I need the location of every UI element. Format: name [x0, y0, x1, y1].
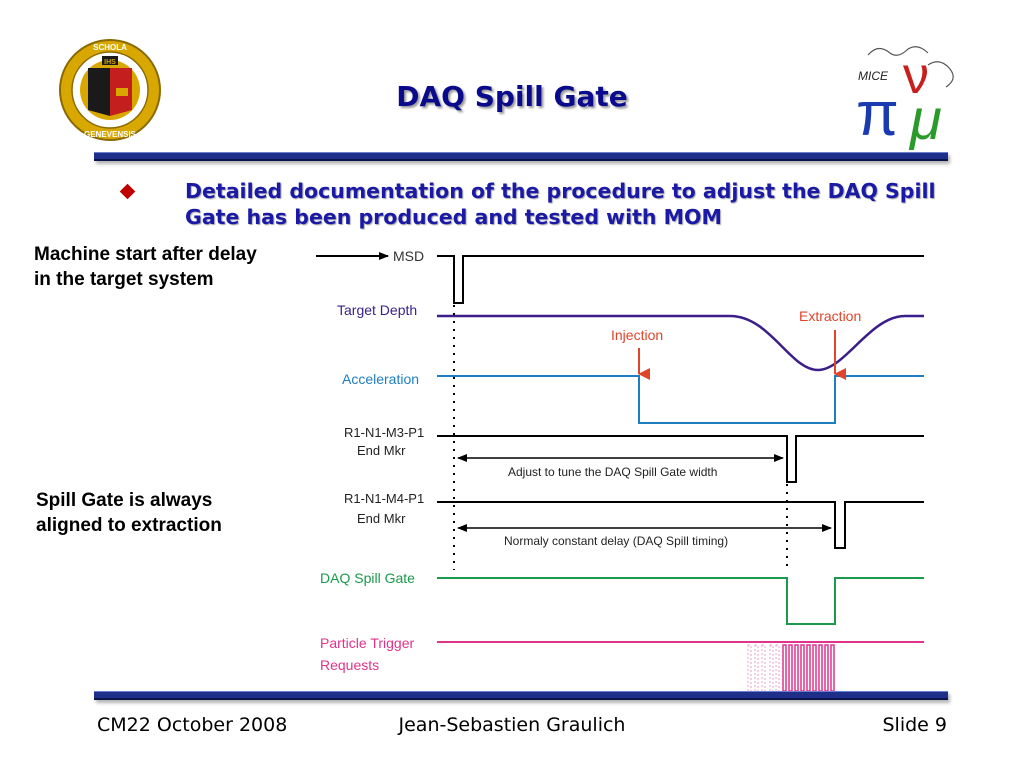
daq-spill-gate-signal — [437, 577, 924, 625]
machine-start-line-1: Machine start after delay — [34, 244, 257, 265]
spill-gate-line-1: Spill Gate is always — [36, 490, 213, 511]
trigger-pulses — [782, 644, 835, 692]
machine-start-line-2: in the target system — [34, 269, 214, 290]
r1-m4-label-line-1: R1-N1-M4-P1 — [344, 491, 424, 506]
svg-text:GENEVENSIS: GENEVENSIS — [84, 130, 137, 139]
injection-label: Injection — [611, 327, 663, 343]
footer-slide-number: Slide 9 — [882, 714, 948, 736]
acceleration-signal — [437, 375, 924, 424]
target-depth-label: Target Depth — [337, 302, 417, 318]
footer-date: CM22 October 2008 — [97, 714, 288, 736]
university-of-geneva-logo: IHS SCHOLA GENEVENSIS — [59, 39, 161, 141]
mice-logo: MICE π ν μ — [850, 37, 970, 150]
r1-m3-signal — [437, 435, 924, 483]
bullet-text: Detailed documentation of the procedure … — [185, 179, 936, 229]
svg-text:IHS: IHS — [104, 59, 116, 66]
r1-m4-signal — [437, 501, 924, 549]
constant-delay-label: Normaly constant delay (DAQ Spill timing… — [504, 534, 728, 548]
trigger-pulses-faint — [747, 644, 780, 692]
machine-start-note: Machine start after delay in the target … — [34, 242, 257, 292]
msd-signal — [437, 255, 924, 304]
r1-m4-label-line-2: End Mkr — [357, 511, 406, 526]
svg-text:ν: ν — [903, 47, 929, 105]
title-divider — [94, 152, 948, 161]
adjust-width-label: Adjust to tune the DAQ Spill Gate width — [508, 465, 717, 479]
acceleration-label: Acceleration — [342, 371, 419, 387]
spill-gate-line-2: aligned to extraction — [36, 515, 222, 536]
trigger-label-line-2: Requests — [320, 657, 379, 673]
r1-m3-label-line-1: R1-N1-M3-P1 — [344, 425, 424, 440]
trigger-label-line-1: Particle Trigger — [320, 635, 414, 651]
footer-author: Jean-Sebastien Graulich — [398, 714, 626, 736]
extraction-label: Extraction — [799, 308, 861, 324]
spill-gate-note: Spill Gate is always aligned to extracti… — [36, 488, 222, 538]
msd-label: MSD — [393, 248, 424, 264]
daq-spill-gate-label: DAQ Spill Gate — [320, 570, 415, 586]
svg-text:π: π — [856, 80, 899, 149]
target-depth-signal — [437, 314, 924, 372]
svg-text:SCHOLA: SCHOLA — [93, 43, 127, 52]
svg-text:MICE: MICE — [858, 69, 889, 83]
slide-title: DAQ Spill Gate — [396, 80, 628, 113]
r1-m3-label-line-2: End Mkr — [357, 443, 406, 458]
footer-divider — [94, 691, 948, 700]
svg-text:μ: μ — [908, 87, 942, 150]
